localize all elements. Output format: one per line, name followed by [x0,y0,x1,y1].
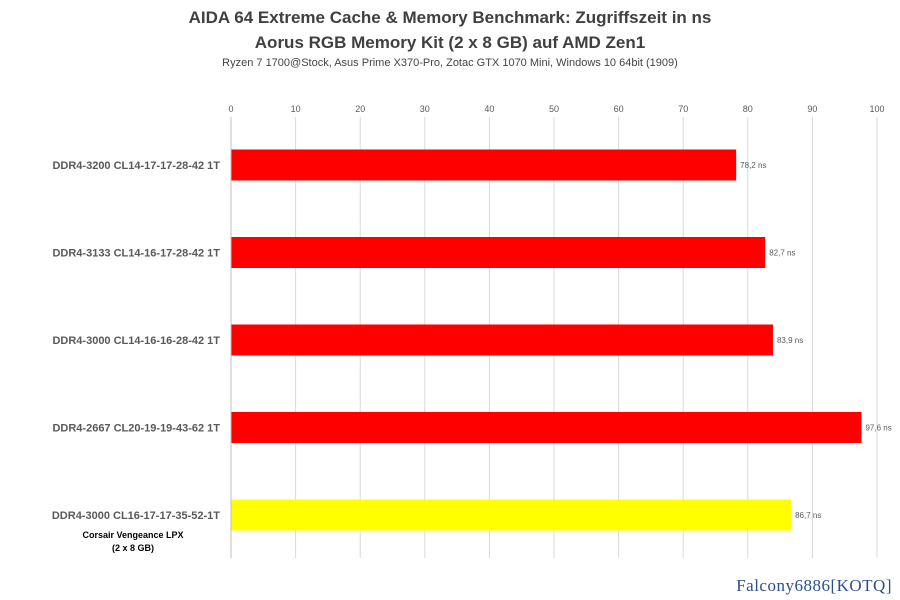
chart-title: AIDA 64 Extreme Cache & Memory Benchmark… [188,8,712,27]
category-note: (2 x 8 GB) [112,543,154,553]
x-tick-label: 30 [420,104,430,114]
bar [231,324,773,356]
bar [231,237,766,268]
x-tick-label: 50 [549,104,559,114]
x-tick-label: 70 [678,104,688,114]
x-tick-label: 100 [869,104,884,114]
category-label: DDR4-3000 CL14-16-16-28-42 1T [52,335,220,347]
x-tick-label: 0 [228,104,233,114]
x-tick-label: 40 [484,104,494,114]
bar [231,149,737,181]
category-note: Corsair Vengeance LPX [82,530,183,540]
category-label: DDR4-2667 CL20-19-19-43-62 1T [52,423,220,435]
x-tick-label: 90 [807,104,817,114]
category-label: DDR4-3133 CL14-16-17-28-42 1T [52,248,220,260]
x-tick-label: 80 [743,104,753,114]
category-label: DDR4-3000 CL16-17-17-35-52-1T [52,510,220,522]
x-tick-label: 60 [614,104,624,114]
watermark: Falcony6886[KOTQ] [736,576,892,595]
bar [231,499,792,531]
x-tick-label: 10 [291,104,301,114]
system-info: Ryzen 7 1700@Stock, Asus Prime X370-Pro,… [222,57,678,69]
data-label: 82,7 ns [769,249,795,258]
data-label: 78,2 ns [740,161,766,170]
chart-subtitle: Aorus RGB Memory Kit (2 x 8 GB) auf AMD … [254,33,646,52]
data-label: 83,9 ns [777,336,803,345]
data-label: 86,7 ns [795,511,821,520]
category-label: DDR4-3200 CL14-17-17-28-42 1T [52,160,220,172]
x-tick-label: 20 [355,104,365,114]
data-label: 97,6 ns [865,424,891,433]
bar [231,412,862,443]
